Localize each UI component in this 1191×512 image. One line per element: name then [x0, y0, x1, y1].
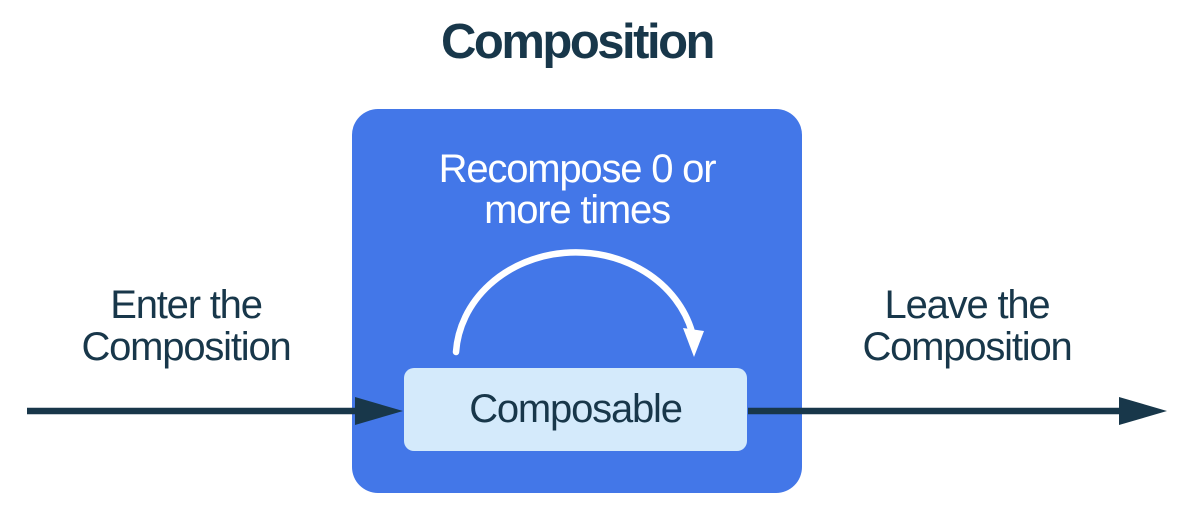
diagram-title: Composition: [441, 15, 715, 69]
enter-arrow: [27, 397, 403, 425]
leave-arrow: [748, 397, 1167, 425]
leave-arrowhead-icon: [1119, 397, 1167, 425]
composable-box: Composable: [404, 368, 747, 451]
leave-composition-label: Leave the Composition: [862, 283, 1072, 369]
composable-label: Composable: [469, 387, 683, 431]
recompose-label: Recompose 0 or more times: [438, 147, 717, 232]
enter-composition-label: Enter the Composition: [81, 283, 291, 369]
